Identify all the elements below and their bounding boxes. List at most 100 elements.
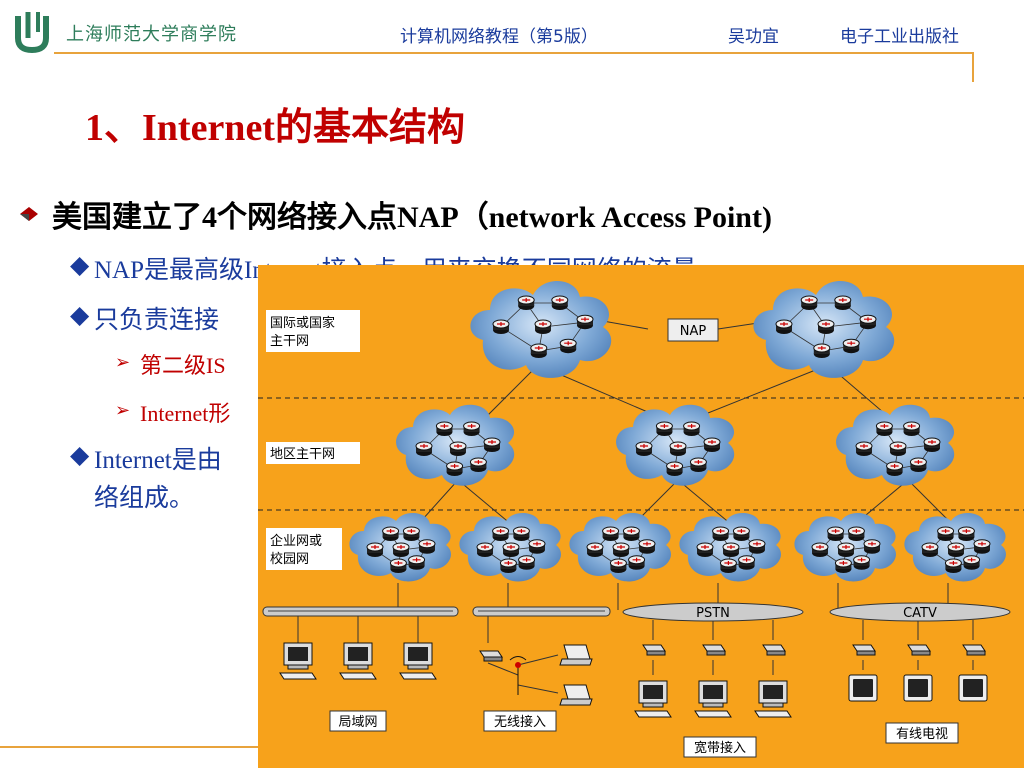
- router-icon: [834, 558, 853, 574]
- router-icon: [923, 437, 941, 453]
- router-icon: [576, 314, 594, 330]
- router-icon: [551, 295, 569, 311]
- router-icons: [366, 295, 991, 574]
- sub-bullet-2: 只负责连接: [94, 307, 220, 334]
- label-lan: 局域网: [338, 715, 377, 730]
- label-broadband: 宽带接入: [694, 740, 746, 756]
- router-icon: [863, 539, 881, 555]
- school-name: 上海师范大学商学院: [66, 24, 237, 45]
- router-icon: [534, 319, 552, 335]
- label-box: [683, 736, 757, 758]
- label-cable-tv: 有线电视: [896, 727, 948, 742]
- router-icon: [517, 295, 535, 311]
- router-icon: [847, 526, 866, 542]
- desktop-pc-icon: [694, 680, 732, 718]
- router-icon: [665, 461, 684, 477]
- router-icon: [875, 421, 894, 437]
- desktop-pc-icon: [634, 680, 672, 718]
- router-icon: [936, 526, 955, 542]
- desktop-pc-icon: [754, 680, 792, 718]
- router-icon: [909, 457, 928, 473]
- tier-label-box: [266, 528, 342, 570]
- router-icon: [885, 461, 904, 477]
- router-icon: [392, 542, 410, 558]
- label-wireless: 无线接入: [494, 714, 546, 730]
- router-icon: [669, 441, 687, 457]
- tier-label-box: [266, 310, 360, 352]
- router-icon: [366, 542, 384, 558]
- router-icon: [842, 338, 860, 354]
- label-box: [483, 710, 557, 732]
- sub-sub-arrow-icon: ➢: [115, 400, 131, 420]
- router-icon: [446, 461, 464, 477]
- router-icon: [957, 526, 976, 542]
- router-icon: [834, 295, 852, 311]
- pstn-ellipse: [622, 602, 804, 622]
- router-icon: [719, 558, 738, 574]
- author-name: 吴功宜: [728, 27, 779, 47]
- label-enterprise-2: 校园网: [270, 551, 309, 567]
- router-icon: [402, 526, 420, 542]
- router-icon: [601, 526, 620, 542]
- router-icon: [586, 542, 604, 558]
- router-icon: [852, 555, 871, 571]
- router-icon: [449, 441, 467, 457]
- tier-label-box: [266, 442, 360, 464]
- router-icon: [389, 558, 407, 574]
- router-icon: [476, 542, 494, 558]
- router-icon: [492, 526, 510, 542]
- desktop-pc-icon: [279, 642, 317, 680]
- antenna-icon: [509, 656, 527, 695]
- slide-title: 1、Internet的基本结构: [85, 107, 465, 149]
- router-icon: [921, 542, 939, 558]
- router-icon: [859, 314, 877, 330]
- router-icon: [655, 421, 674, 437]
- router-icon: [517, 555, 536, 571]
- router-icon: [973, 539, 991, 555]
- school-logo: [15, 12, 49, 54]
- router-icon: [483, 437, 501, 453]
- header-divider: [54, 52, 974, 54]
- router-icon: [711, 526, 730, 542]
- router-icon: [408, 555, 426, 571]
- label-box: [885, 722, 959, 744]
- publisher-name: 电子工业出版社: [840, 27, 959, 47]
- header-divider-right: [972, 52, 974, 82]
- sub-bullet-diamond-icon: ◆: [70, 442, 90, 469]
- sub-bullet-3: Internet是由: [94, 447, 222, 474]
- router-icon: [800, 295, 818, 311]
- sub-sub-arrow-icon: ➢: [115, 352, 131, 372]
- sub-sub-bullet-1: 第二级IS: [140, 353, 226, 378]
- router-icon: [737, 555, 756, 571]
- sub-bullet-3-cont: 络组成。: [94, 485, 195, 512]
- label-enterprise-1: 企业网或: [270, 533, 322, 549]
- sub-bullet-diamond-icon: ◆: [70, 302, 90, 329]
- router-icon: [635, 441, 653, 457]
- router-icon: [682, 421, 701, 437]
- desktop-pc-icon: [399, 642, 437, 680]
- router-icon: [696, 542, 714, 558]
- label-intl-2: 主干网: [270, 334, 309, 349]
- router-icon: [902, 421, 921, 437]
- bullet-arrow-icon: [20, 207, 38, 221]
- router-icon: [559, 338, 577, 354]
- bullet-main: 美国建立了4个网络接入点NAP（network Access Point): [52, 201, 772, 234]
- internet-structure-diagram: NAP 国际或国家 主干网 地区主干网 企业网或 校园网 PSTN CATV 局…: [258, 265, 1024, 768]
- router-icon: [627, 555, 646, 571]
- router-icon: [817, 319, 835, 335]
- footer-divider: [0, 746, 260, 748]
- router-icon: [722, 542, 740, 558]
- router-icon: [530, 343, 548, 359]
- pstn-label: PSTN: [696, 606, 730, 621]
- tv-icon: [848, 674, 878, 702]
- tv-icon: [958, 674, 988, 702]
- router-icon: [826, 526, 845, 542]
- sub-sub-bullet-2: Internet形: [140, 401, 231, 426]
- label-box: [329, 710, 387, 732]
- nap-label: NAP: [680, 324, 707, 339]
- router-icon: [947, 542, 965, 558]
- book-title: 计算机网络教程（第5版）: [400, 27, 598, 47]
- router-icon: [689, 457, 708, 473]
- router-icon: [748, 539, 766, 555]
- router-icon: [415, 441, 433, 457]
